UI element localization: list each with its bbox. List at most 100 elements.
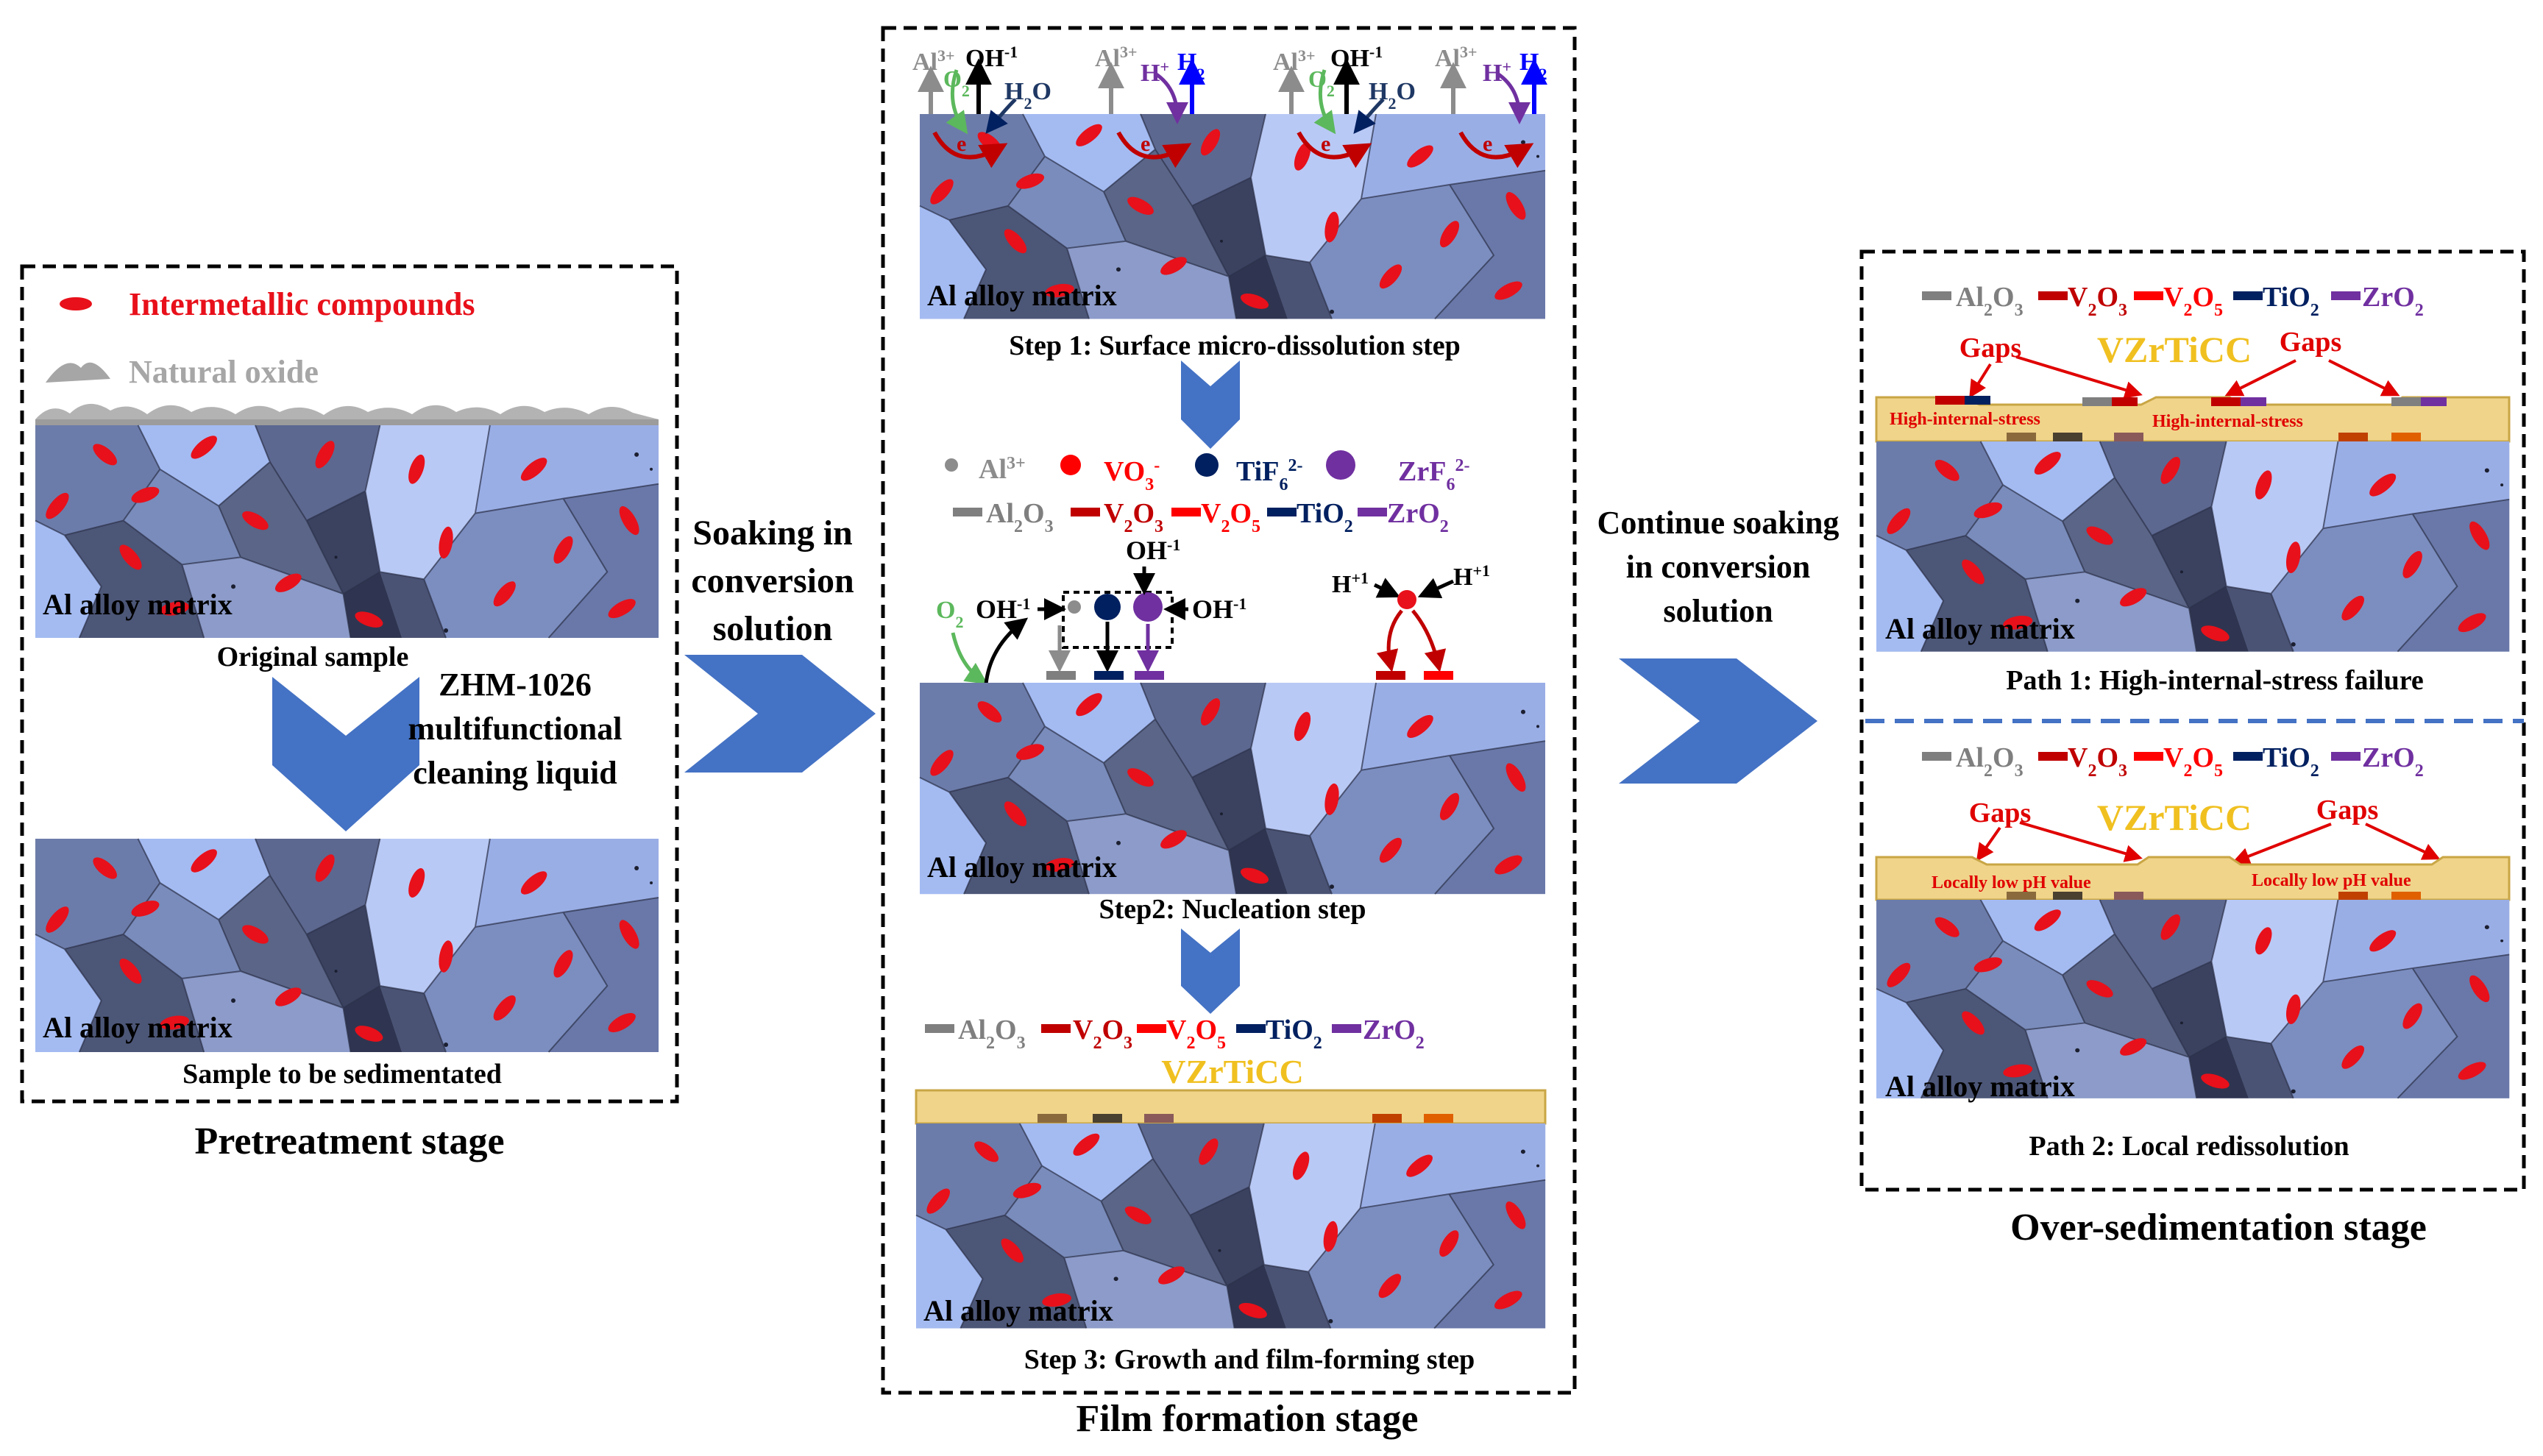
h2-site4: H2 xyxy=(1519,49,1547,83)
continue-soaking-line1: Continue soaking xyxy=(1597,505,1840,541)
h-ion-site2: H+ xyxy=(1141,57,1169,88)
ion-legend-al: Al3+ xyxy=(979,454,1026,485)
h2o-site3: H2O xyxy=(1369,78,1416,113)
gaps-label-path2-right: Gaps xyxy=(2316,795,2378,825)
electron-site2: e xyxy=(1141,132,1150,156)
step1-to-step2-arrow xyxy=(1181,361,1240,449)
matrix-label-cleaned: Al alloy matrix xyxy=(43,1011,233,1044)
path2-caption: Path 2: Local redissolution xyxy=(2029,1131,2349,1162)
h-ion-site4: H+ xyxy=(1483,57,1511,88)
over-sedimentation-frame xyxy=(1859,249,2526,1192)
film-formation-stage-label: Film formation stage xyxy=(1076,1398,1418,1440)
svg-text:V2O3: V2O3 xyxy=(1073,1015,1132,1053)
reaction-site-4: Al3+ H+ H2 e xyxy=(1435,43,1547,168)
soaking-line1: Soaking in xyxy=(692,514,852,553)
gaps-label-path1-left: Gaps xyxy=(1959,333,2021,363)
h-right-step2: H+1 xyxy=(1453,561,1490,592)
over-sedimentation-panel: Al2O3 V2O3 V2O5 TiO2 ZrO2 VZrTiCC Gaps G… xyxy=(1859,249,2526,1192)
pretreatment-panel: Intermetallic compounds Natural oxide Al… xyxy=(20,264,679,1104)
svg-text:TiO2: TiO2 xyxy=(2263,282,2319,320)
al3-ion-site2: Al3+ xyxy=(1095,43,1138,73)
locally-low-ph-left: Locally low pH value xyxy=(1932,873,2091,892)
vzrticc-label-step3: VZrTiCC xyxy=(1161,1053,1303,1090)
oh-ion-site3: OH-1 xyxy=(1330,43,1383,73)
step3-caption: Step 3: Growth and film-forming step xyxy=(1024,1344,1475,1375)
cleaning-liquid-line1: ZHM-1026 xyxy=(439,667,592,703)
o2-step2: O2 xyxy=(936,597,963,631)
svg-text:V2O3: V2O3 xyxy=(2068,742,2127,781)
film-formation-panel: Al3+ OH-1 O2 H2O e Al3+ H+ H2 e xyxy=(881,26,1577,1395)
legend-oxide-label: Natural oxide xyxy=(129,354,319,390)
h2o-site1: H2O xyxy=(1004,78,1051,113)
matrix-label-path2: Al alloy matrix xyxy=(1885,1070,2075,1103)
svg-text:Al2O3: Al2O3 xyxy=(958,1015,1026,1053)
svg-text:TiO2: TiO2 xyxy=(2263,742,2319,781)
pretreatment-stage-label: Pretreatment stage xyxy=(194,1121,504,1162)
svg-text:V2O5: V2O5 xyxy=(1201,498,1260,536)
al3-ion-site4: Al3+ xyxy=(1435,43,1478,73)
svg-text:V2O3: V2O3 xyxy=(2068,282,2127,320)
svg-text:ZrO2: ZrO2 xyxy=(2362,742,2424,781)
intermetallic-legend-swatch xyxy=(60,297,92,310)
svg-text:TiO2: TiO2 xyxy=(1266,1015,1322,1053)
ion-legend: Al3+ VO3- TiF62- ZrF62- xyxy=(945,450,1469,494)
over-sedimentation-stage-label: Over-sedimentation stage xyxy=(2010,1207,2427,1249)
o2-site1: O2 xyxy=(943,65,970,100)
soaking-arrow xyxy=(684,655,876,773)
o2-site3: O2 xyxy=(1308,65,1335,100)
svg-text:V2O5: V2O5 xyxy=(2163,742,2223,781)
original-sample-caption: Original sample xyxy=(217,642,409,672)
continue-soaking-line3: solution xyxy=(1663,593,1773,629)
oxide-legend-path1: Al2O3 V2O3 V2O5 TiO2 ZrO2 xyxy=(1922,282,2424,320)
matrix-label-step2: Al alloy matrix xyxy=(927,850,1117,884)
original-sample: Al alloy matrix xyxy=(35,403,660,639)
oxide-legend-swatch xyxy=(46,362,110,383)
ion-legend-tif6: TiF62- xyxy=(1236,456,1302,494)
svg-text:Al2O3: Al2O3 xyxy=(1956,282,2024,320)
reaction-site-2: Al3+ H+ H2 e xyxy=(1095,43,1205,168)
cleaning-liquid-line2: multifunctional xyxy=(408,711,623,747)
step2-caption: Step2: Nucleation step xyxy=(1099,894,1366,925)
al3-ion-site1: Al3+ xyxy=(912,46,955,77)
svg-text:Al2O3: Al2O3 xyxy=(986,498,1054,536)
continue-soaking-line2: in conversion xyxy=(1626,549,1811,585)
matrix-label-original: Al alloy matrix xyxy=(43,588,233,621)
svg-text:Al2O3: Al2O3 xyxy=(1956,742,2024,781)
cleaning-liquid-line3: cleaning liquid xyxy=(413,755,617,791)
step2-diagram: OH-1 OH-1 OH-1 O2 H+1 H+1 Al al xyxy=(919,536,1546,895)
h2-site2: H2 xyxy=(1177,49,1205,83)
ion-legend-vo3: VO3- xyxy=(1104,456,1160,494)
svg-text:ZrO2: ZrO2 xyxy=(2362,282,2424,320)
path2-diagram: VZrTiCC Gaps Gaps Locally low pH value L… xyxy=(1875,795,2511,1103)
pretreatment-frame xyxy=(20,264,679,1104)
locally-low-ph-right: Locally low pH value xyxy=(2252,871,2411,890)
electron-site1: e xyxy=(957,132,966,156)
high-internal-stress-right: High-internal-stress xyxy=(2152,412,2303,431)
svg-text:TiO2: TiO2 xyxy=(1297,498,1353,536)
transition-soaking: Soaking in conversion solution xyxy=(684,514,876,773)
oxide-legend-step3: Al2O3 V2O3 V2O5 TiO2 ZrO2 xyxy=(925,1015,1425,1053)
matrix-label-path1: Al alloy matrix xyxy=(1885,612,2075,645)
matrix-label-step1: Al alloy matrix xyxy=(927,279,1117,312)
matrix-path2 xyxy=(1875,898,2511,1099)
reaction-site-1: Al3+ OH-1 O2 H2O e xyxy=(912,43,1051,168)
high-internal-stress-left: High-internal-stress xyxy=(1890,410,2040,429)
cleaning-arrow xyxy=(272,677,419,831)
oxide-legend-path2: Al2O3 V2O3 V2O5 TiO2 ZrO2 xyxy=(1922,742,2424,781)
electron-site3: e xyxy=(1321,132,1330,156)
soaking-line2: conversion xyxy=(691,561,854,600)
step1-reaction-sites: Al3+ OH-1 O2 H2O e Al3+ H+ H2 e xyxy=(912,43,1547,168)
oh-left-step2: OH-1 xyxy=(976,594,1030,625)
vzrticc-label-path2: VZrTiCC xyxy=(2097,797,2252,838)
oh-top-step2: OH-1 xyxy=(1126,536,1180,566)
path1-diagram: VZrTiCC Gaps Gaps High-internal-stress H… xyxy=(1875,327,2511,653)
svg-text:ZrO2: ZrO2 xyxy=(1363,1015,1425,1053)
electron-site4: e xyxy=(1483,132,1492,156)
soaking-line3: solution xyxy=(713,609,833,648)
svg-text:V2O5: V2O5 xyxy=(1166,1015,1226,1053)
step1-caption: Step 1: Surface micro-dissolution step xyxy=(1009,330,1461,361)
matrix-label-step3: Al alloy matrix xyxy=(923,1294,1113,1327)
sample-to-be-sedimentated-caption: Sample to be sedimentated xyxy=(182,1059,502,1090)
svg-text:V2O5: V2O5 xyxy=(2163,282,2223,320)
